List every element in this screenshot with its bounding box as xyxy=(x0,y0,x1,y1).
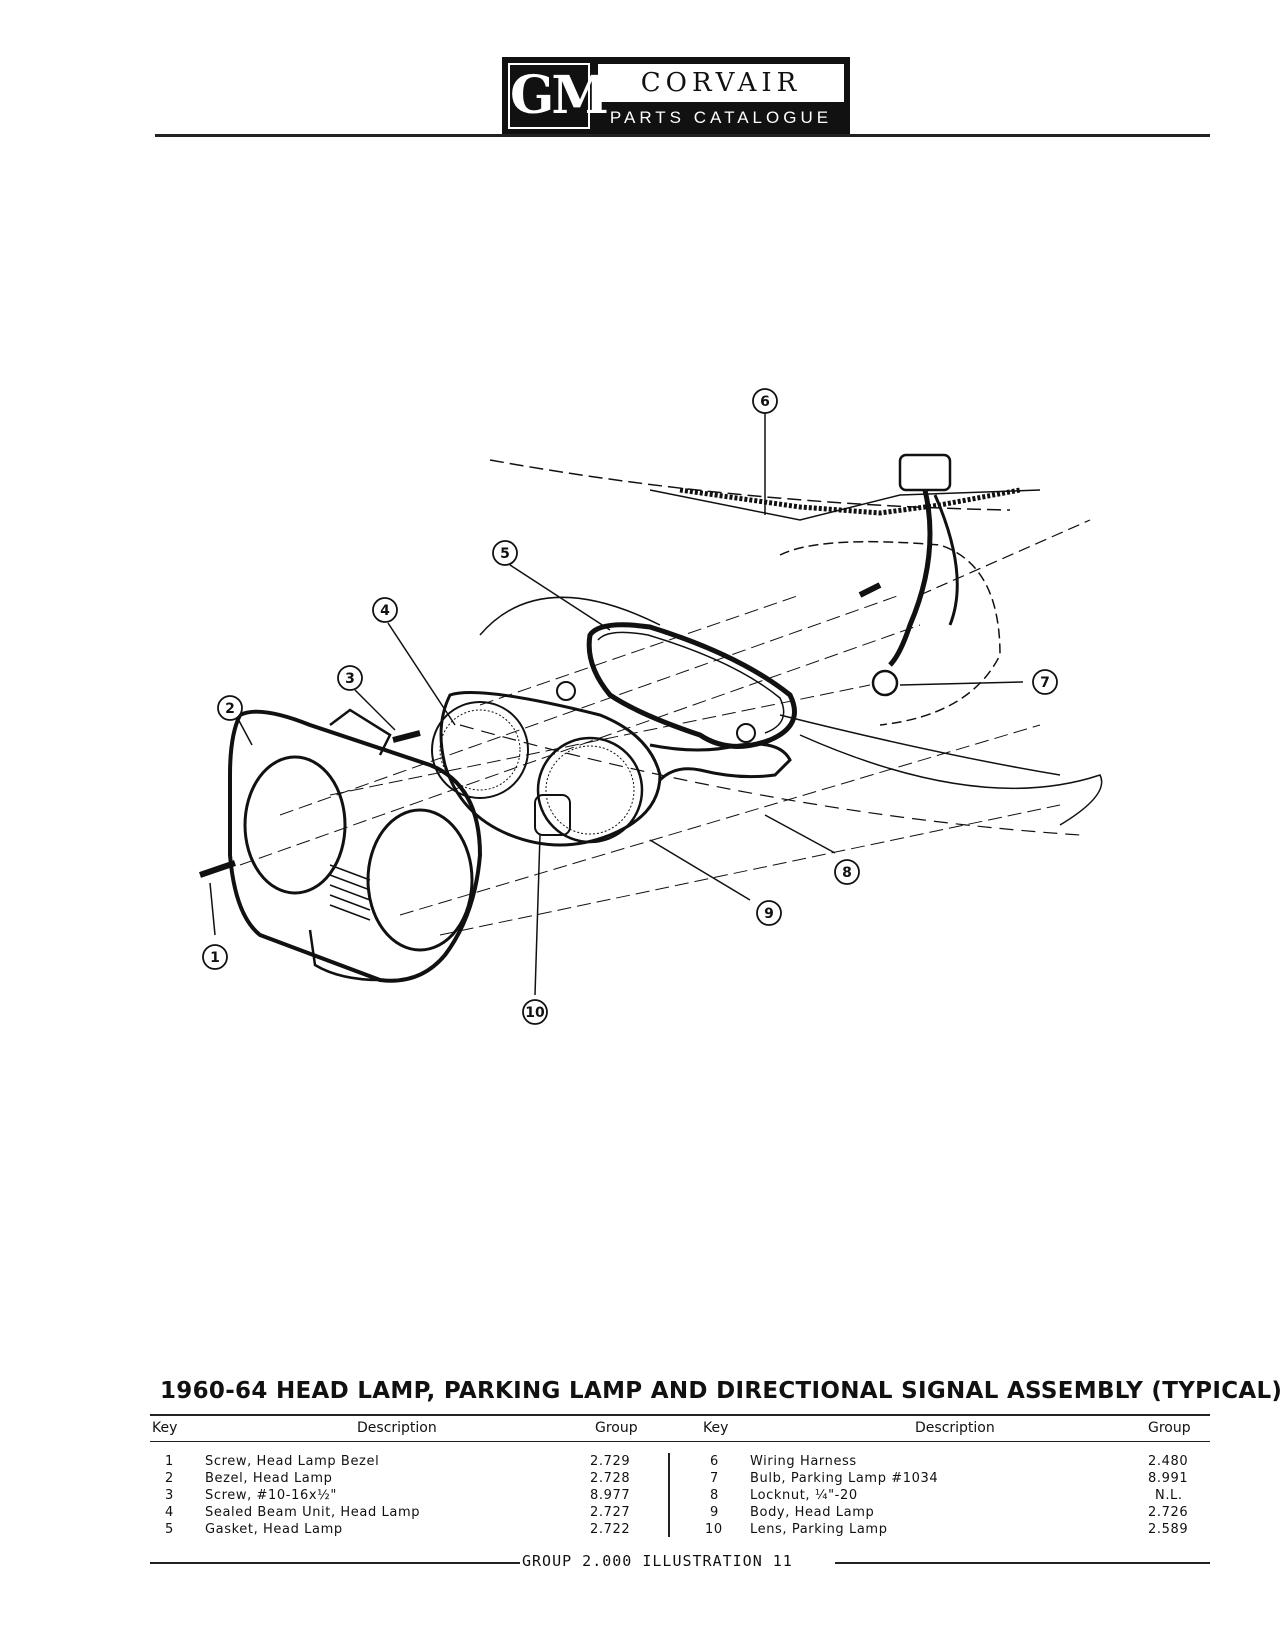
row-group: N.L. xyxy=(1155,1488,1183,1503)
row-description: Bulb, Parking Lamp #1034 xyxy=(750,1471,939,1486)
row-group: 2.722 xyxy=(590,1522,631,1537)
row-key: 10 xyxy=(705,1522,723,1537)
gm-corvair-logo: GM CORVAIR PARTS CATALOGUE xyxy=(502,57,850,135)
row-description: Gasket, Head Lamp xyxy=(205,1522,343,1537)
row-key: 1 xyxy=(165,1454,174,1469)
footer-rule-right xyxy=(835,1562,1210,1564)
callout-5: 5 xyxy=(500,546,510,562)
callout-4: 4 xyxy=(380,603,390,619)
row-group: 2.480 xyxy=(1148,1454,1189,1469)
row-description: Lens, Parking Lamp xyxy=(750,1522,888,1537)
callout-3: 3 xyxy=(345,671,355,687)
logo-title: CORVAIR xyxy=(598,64,844,102)
header-group-right: Group xyxy=(1148,1420,1191,1436)
row-key: 2 xyxy=(165,1471,174,1486)
row-key: 9 xyxy=(710,1505,719,1520)
header-key-left: Key xyxy=(152,1420,178,1436)
footer-rule-left xyxy=(150,1562,520,1564)
callout-7: 7 xyxy=(1040,675,1050,691)
callout-10: 10 xyxy=(525,1005,545,1021)
row-group: 2.729 xyxy=(590,1454,631,1469)
row-key: 4 xyxy=(165,1505,174,1520)
header-group-left: Group xyxy=(595,1420,638,1436)
row-group: 2.589 xyxy=(1148,1522,1189,1537)
row-description: Screw, Head Lamp Bezel xyxy=(205,1454,380,1469)
row-key: 8 xyxy=(710,1488,719,1503)
table-top-rule xyxy=(150,1414,1210,1416)
exploded-parts-illustration: 1 2 3 4 5 6 7 8 9 10 xyxy=(199,388,1103,1025)
row-description: Locknut, ¼"-20 xyxy=(750,1488,858,1503)
header-key-right: Key xyxy=(703,1420,729,1436)
gm-logo-mark: GM xyxy=(508,63,609,129)
header-description-left: Description xyxy=(357,1420,437,1436)
table-column-divider xyxy=(668,1453,670,1537)
callout-6: 6 xyxy=(760,394,770,410)
row-description: Bezel, Head Lamp xyxy=(205,1471,333,1486)
row-group: 8.977 xyxy=(590,1488,631,1503)
header-description-right: Description xyxy=(915,1420,995,1436)
row-key: 6 xyxy=(710,1454,719,1469)
row-group: 2.727 xyxy=(590,1505,631,1520)
callout-9: 9 xyxy=(764,906,774,922)
table-header-rule xyxy=(150,1441,1210,1442)
row-group: 8.991 xyxy=(1148,1471,1189,1486)
row-description: Wiring Harness xyxy=(750,1454,857,1469)
footer-illustration-ref: GROUP 2.000 ILLUSTRATION 11 xyxy=(522,1552,793,1570)
row-group: 2.728 xyxy=(590,1471,631,1486)
row-key: 3 xyxy=(165,1488,174,1503)
row-description: Screw, #10-16x½" xyxy=(205,1488,337,1503)
row-description: Sealed Beam Unit, Head Lamp xyxy=(205,1505,421,1520)
row-group: 2.726 xyxy=(1148,1505,1189,1520)
callout-8: 8 xyxy=(842,865,852,881)
row-key: 5 xyxy=(165,1522,174,1537)
row-key: 7 xyxy=(710,1471,719,1486)
row-description: Body, Head Lamp xyxy=(750,1505,875,1520)
callout-2: 2 xyxy=(225,701,235,717)
callout-1: 1 xyxy=(210,950,220,966)
logo-subtitle: PARTS CATALOGUE xyxy=(609,108,833,127)
header-rule xyxy=(155,134,1210,137)
page-title: 1960-64 HEAD LAMP, PARKING LAMP AND DIRE… xyxy=(160,1378,1282,1404)
